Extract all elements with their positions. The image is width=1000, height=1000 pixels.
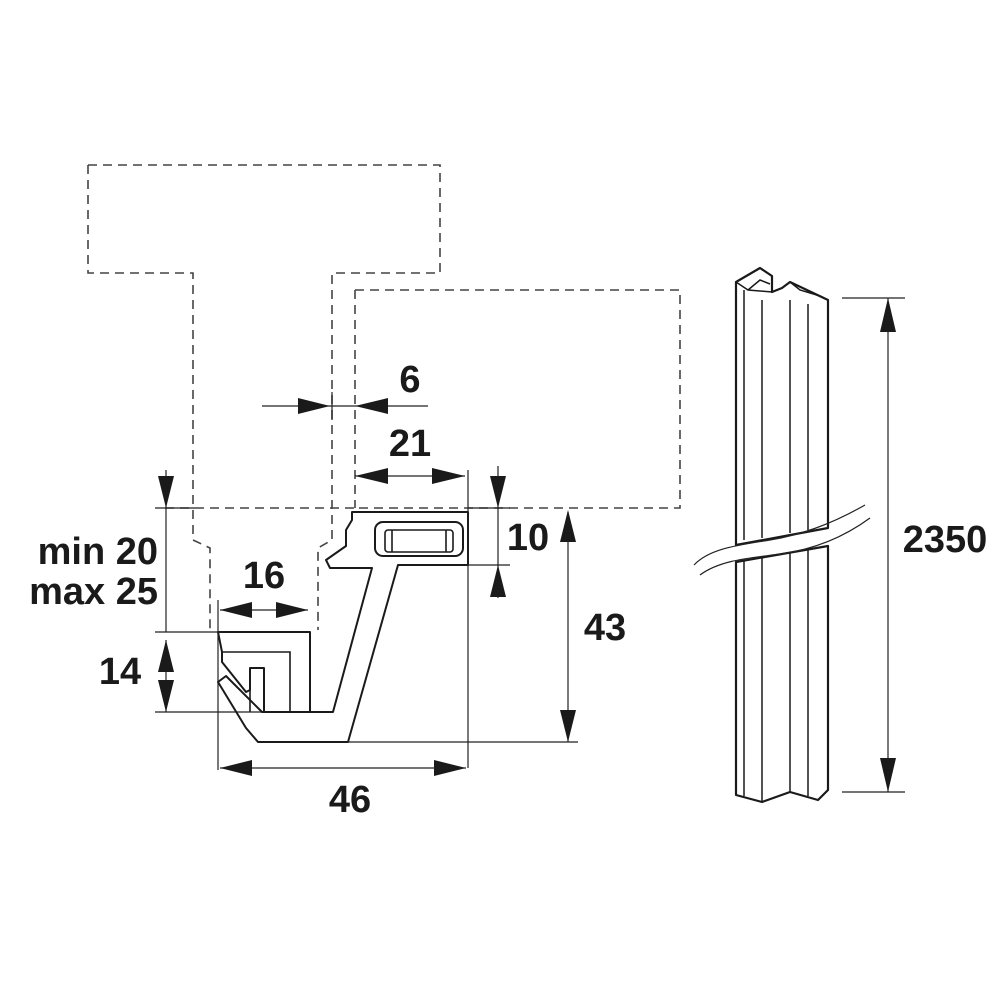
dimension-height-total (348, 510, 578, 743)
seal-profile-section (217, 511, 469, 743)
lip-label: 14 (99, 651, 141, 693)
gap-label: 6 (399, 359, 420, 401)
dimension-height-top (468, 466, 510, 598)
groove-label: 16 (243, 555, 285, 597)
dimension-groove (217, 600, 308, 770)
dimension-width (220, 760, 466, 776)
dimension-door-thickness (155, 470, 222, 633)
width-label: 46 (329, 779, 371, 821)
door-min-label: min 20 (38, 531, 158, 573)
profile-length-view (693, 266, 871, 804)
length-label: 2350 (903, 519, 988, 561)
height-top-label: 10 (507, 517, 549, 559)
dimension-gap (262, 392, 428, 420)
dimension-length (842, 297, 905, 793)
adjacent-panel-outline (87, 164, 441, 630)
dimension-lip (155, 640, 262, 713)
dimension-depth (355, 468, 469, 768)
height-total-label: 43 (584, 607, 626, 649)
depth-label: 21 (389, 423, 431, 465)
door-max-label: max 25 (29, 571, 158, 613)
door-panel-outline (165, 289, 681, 509)
